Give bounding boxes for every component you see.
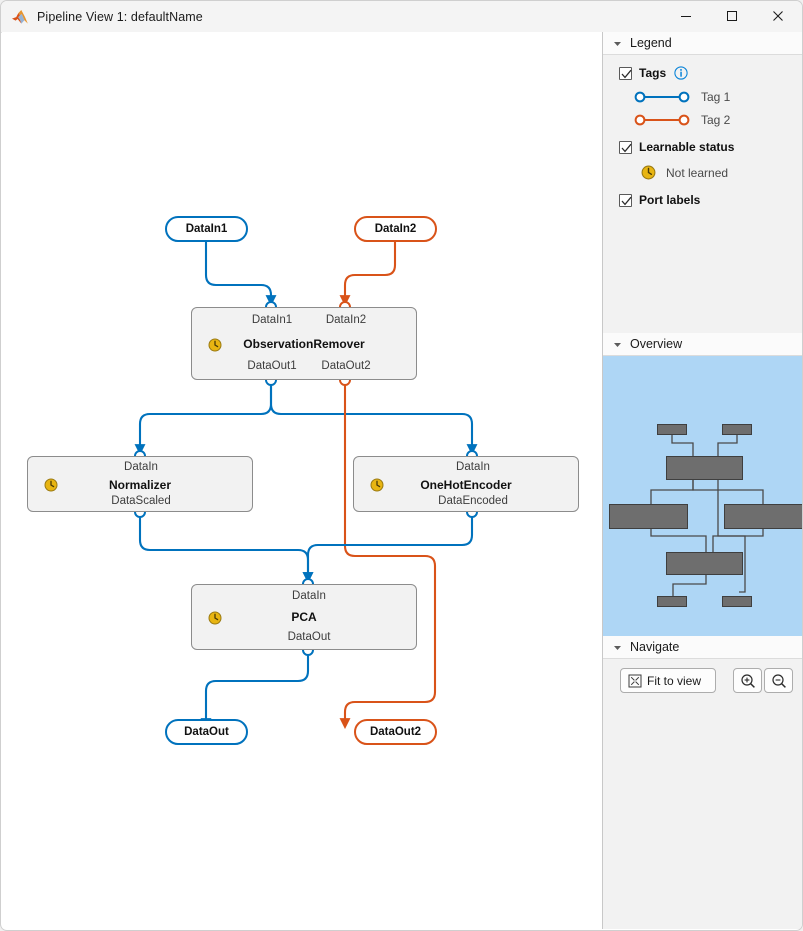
chevron-down-icon[interactable] [613, 340, 622, 349]
minimap-block [722, 424, 752, 435]
terminal-node-datain2[interactable]: DataIn2 [354, 216, 437, 242]
zoom-in-button[interactable] [733, 668, 762, 693]
legend-body: Tags Tag 1 [603, 55, 802, 333]
node-title: PCA [291, 610, 317, 624]
port-label-out: DataOut2 [321, 360, 371, 372]
fit-to-view-label: Fit to view [647, 673, 702, 688]
legend-title: Legend [630, 36, 672, 50]
side-panel: Legend Tags [602, 32, 802, 929]
pipeline-canvas[interactable]: DataIn1 DataIn2 DataOut DataOut2 DataIn1… [2, 32, 602, 929]
minimize-button[interactable] [663, 1, 709, 31]
terminal-label: DataIn2 [374, 223, 417, 235]
tag2-line-swatch [634, 114, 690, 126]
chevron-down-icon[interactable] [613, 39, 622, 48]
port-labels-label: Port labels [639, 193, 701, 207]
node-title: OneHotEncoder [420, 478, 512, 492]
node-title: Normalizer [108, 478, 172, 492]
minimap-block [657, 596, 687, 607]
tags-checkbox[interactable] [619, 66, 632, 80]
terminal-label: DataOut2 [369, 726, 422, 738]
not-learned-label: Not learned [666, 165, 729, 180]
port-label-in: DataIn [456, 461, 490, 473]
check-icon [621, 143, 632, 152]
fit-to-view-button[interactable]: Fit to view [620, 668, 716, 693]
minimap-block [609, 504, 688, 529]
legend-port-labels-row[interactable]: Port labels [603, 180, 802, 207]
chevron-down-icon[interactable] [613, 643, 622, 652]
check-icon [621, 196, 632, 205]
navigate-section-header[interactable]: Navigate [603, 636, 802, 659]
clock-icon [641, 165, 656, 180]
tag1-label: Tag 1 [701, 90, 731, 104]
terminal-label: DataIn1 [185, 223, 228, 235]
legend-entry-tag1: Tag 1 [603, 80, 802, 104]
title-bar: Pipeline View 1: defaultName [1, 1, 802, 33]
zoom-out-icon [771, 673, 786, 688]
port-label-out: DataOut1 [247, 360, 297, 372]
learnable-status-checkbox[interactable] [619, 140, 632, 154]
legend-section-header[interactable]: Legend [603, 32, 802, 55]
overview-title: Overview [630, 337, 683, 351]
port-label-in: DataIn1 [251, 314, 293, 326]
terminal-node-dataout2[interactable]: DataOut2 [354, 719, 437, 745]
close-button[interactable] [755, 1, 801, 31]
overview-minimap[interactable] [603, 356, 802, 636]
maximize-button[interactable] [709, 1, 755, 31]
legend-entry-not-learned: Not learned [603, 154, 802, 180]
minimize-icon [681, 16, 691, 17]
port-label-in: DataIn [292, 590, 326, 602]
legend-entry-tag2: Tag 2 [603, 104, 802, 127]
port-labels-checkbox[interactable] [619, 193, 632, 207]
navigate-body: Fit to view [603, 659, 802, 716]
learnable-status-label: Learnable status [639, 140, 735, 154]
minimap-block [666, 552, 743, 575]
clock-icon [208, 611, 222, 625]
tag2-label: Tag 2 [701, 113, 731, 127]
zoom-in-icon [740, 673, 755, 688]
clock-icon [208, 338, 222, 352]
port-label-in: DataIn2 [325, 314, 367, 326]
zoom-out-button[interactable] [764, 668, 793, 693]
overview-section-header[interactable]: Overview [603, 333, 802, 356]
window-title: Pipeline View 1: defaultName [37, 9, 203, 24]
terminal-node-datain1[interactable]: DataIn1 [165, 216, 248, 242]
legend-learnable-row[interactable]: Learnable status [603, 127, 802, 154]
port-label-out: DataEncoded [438, 495, 508, 507]
window-controls [663, 1, 801, 31]
fit-to-view-icon [628, 674, 642, 687]
clock-icon [44, 478, 58, 492]
port-label-out: DataScaled [111, 495, 171, 507]
legend-tags-row[interactable]: Tags [603, 55, 802, 80]
clock-icon [370, 478, 384, 492]
minimap-block [666, 456, 743, 480]
navigate-title: Navigate [630, 640, 680, 654]
close-icon [773, 11, 783, 21]
node-observationremover[interactable]: DataIn1 DataIn2 ObservationRemover DataO… [191, 307, 417, 380]
minimap-edges [650, 434, 764, 596]
port-label-out: DataOut [287, 631, 331, 643]
tag1-line-swatch [634, 91, 690, 103]
tags-label: Tags [639, 66, 667, 80]
node-normalizer[interactable]: DataIn Normalizer DataScaled [27, 456, 253, 512]
minimap-block [724, 504, 802, 529]
check-icon [621, 69, 632, 78]
minimap-block [657, 424, 687, 435]
node-pca[interactable]: DataIn PCA DataOut [191, 584, 417, 650]
port-label-in: DataIn [124, 461, 158, 473]
node-title: ObservationRemover [243, 337, 365, 351]
minimap-block [722, 596, 752, 607]
matlab-logo-icon [12, 9, 28, 24]
terminal-node-dataout[interactable]: DataOut [165, 719, 248, 745]
info-icon[interactable] [674, 66, 688, 80]
maximize-icon [727, 11, 737, 21]
node-onehotencoder[interactable]: DataIn OneHotEncoder DataEncoded [353, 456, 579, 512]
terminal-label: DataOut [184, 726, 229, 738]
